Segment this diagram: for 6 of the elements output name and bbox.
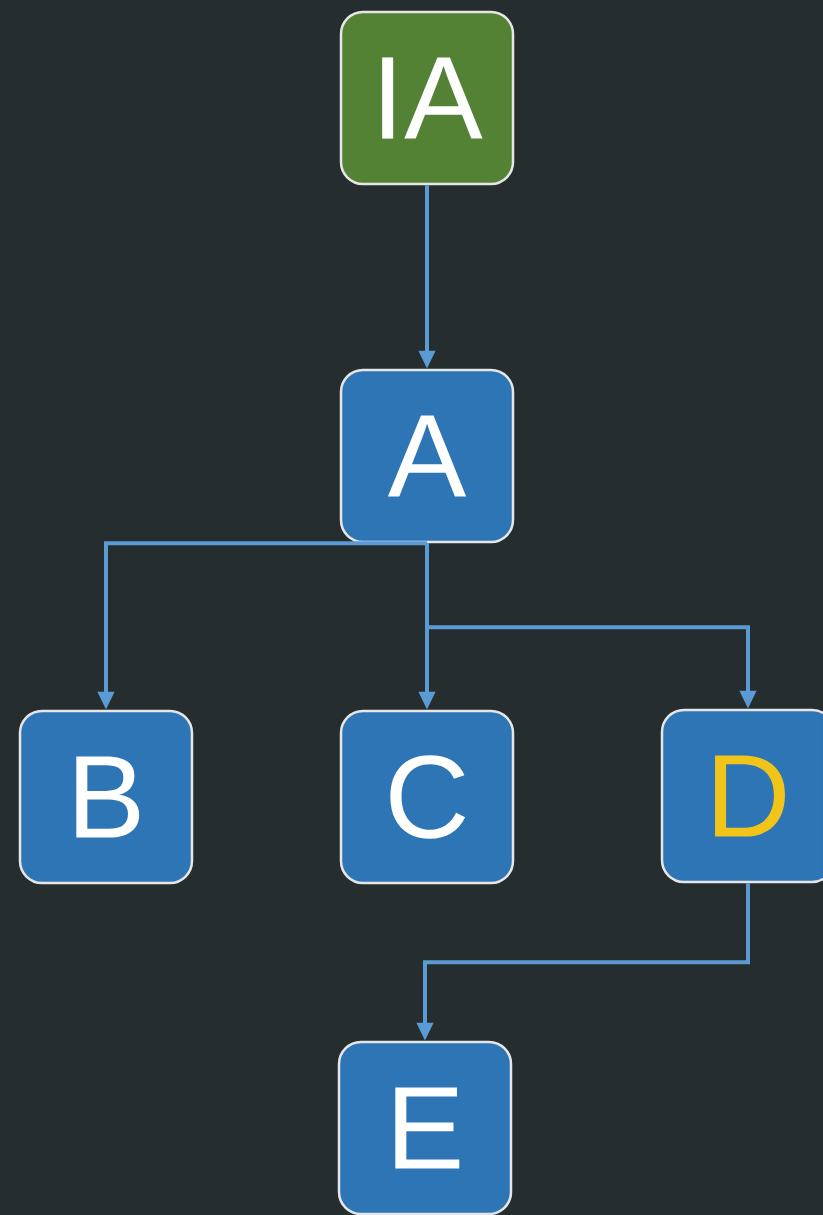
process-box: IA [339, 10, 515, 186]
process-box: C [339, 709, 515, 885]
process-box: D [660, 708, 823, 884]
process-box: E [337, 1040, 513, 1215]
process-box: A [339, 368, 515, 544]
process-box: B [18, 709, 194, 885]
